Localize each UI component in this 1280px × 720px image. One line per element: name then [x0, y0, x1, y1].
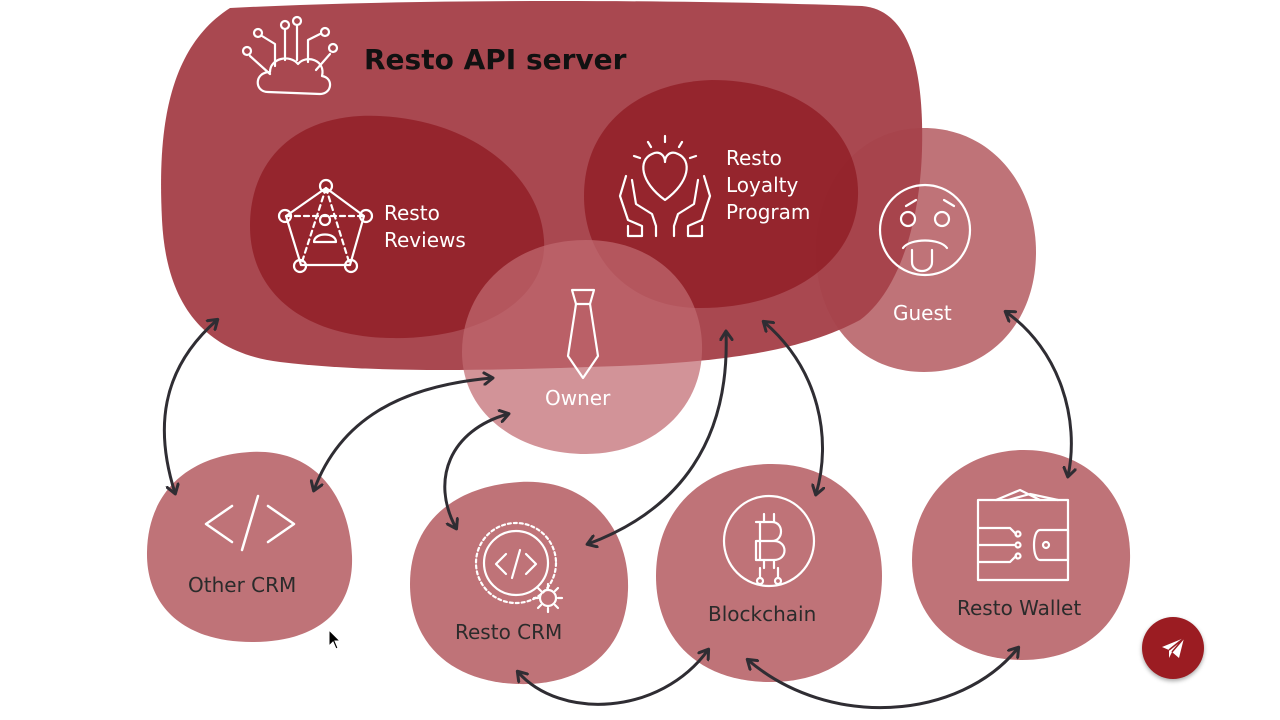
arrow-owner-othercrm	[314, 378, 492, 490]
tie-icon	[566, 288, 600, 380]
reviews-blob	[250, 115, 545, 339]
send-button[interactable]	[1142, 617, 1204, 679]
arrow-restocrm-blockchain	[518, 650, 708, 706]
code-brackets-icon	[204, 494, 296, 552]
resto-wallet-label: Resto Wallet	[957, 596, 1082, 620]
arrow-loyalty-blockchain	[764, 322, 823, 494]
loyalty-blob	[584, 80, 859, 308]
arrow-api-othercrm	[162, 320, 217, 493]
wallet-icon	[976, 488, 1070, 582]
owner-label: Owner	[545, 386, 611, 410]
bitcoin-icon	[722, 494, 816, 588]
arrow-guest-wallet	[1006, 312, 1071, 476]
other-crm-label: Other CRM	[188, 573, 297, 597]
page-title: Resto API server	[364, 43, 627, 76]
arrow-owner-restocrm	[443, 414, 508, 528]
hands-heart-icon	[618, 134, 712, 238]
owner-blob	[462, 240, 703, 454]
face-tongue-icon	[878, 183, 972, 277]
guest-label: Guest	[893, 301, 952, 325]
resto-loyalty-label: Resto Loyalty Program	[726, 146, 811, 224]
mouse-cursor-icon	[328, 629, 342, 650]
arrow-blockchain-wallet	[748, 648, 1018, 710]
code-gear-icon	[474, 521, 564, 614]
resto-reviews-label: Resto Reviews	[384, 201, 466, 252]
resto-crm-blob	[410, 481, 629, 685]
blockchain-label: Blockchain	[708, 602, 817, 626]
resto-crm-label: Resto CRM	[455, 620, 563, 644]
arrow-loyalty-restocrm	[588, 332, 726, 544]
cloud-network-icon	[241, 15, 339, 96]
other-crm-blob	[146, 451, 353, 642]
paper-plane-icon	[1162, 637, 1185, 658]
network-person-icon	[277, 178, 374, 274]
